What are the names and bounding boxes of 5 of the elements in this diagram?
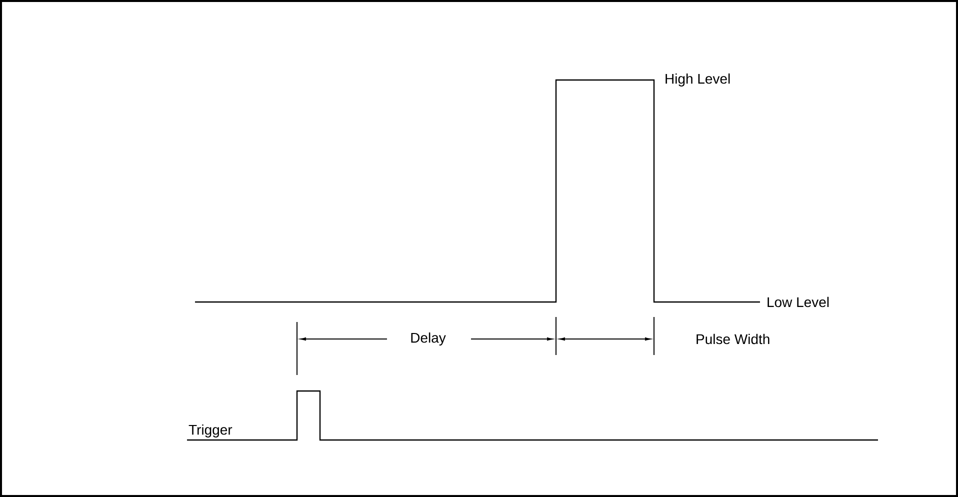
- signal-level-label: High Level: [666, 73, 730, 87]
- dimension-label: Pulse Width: [696, 334, 770, 344]
- signal-level-label: Low Level: [768, 296, 829, 308]
- signal-label: Trigger: [188, 424, 232, 438]
- dimension-label: Delay: [411, 332, 446, 346]
